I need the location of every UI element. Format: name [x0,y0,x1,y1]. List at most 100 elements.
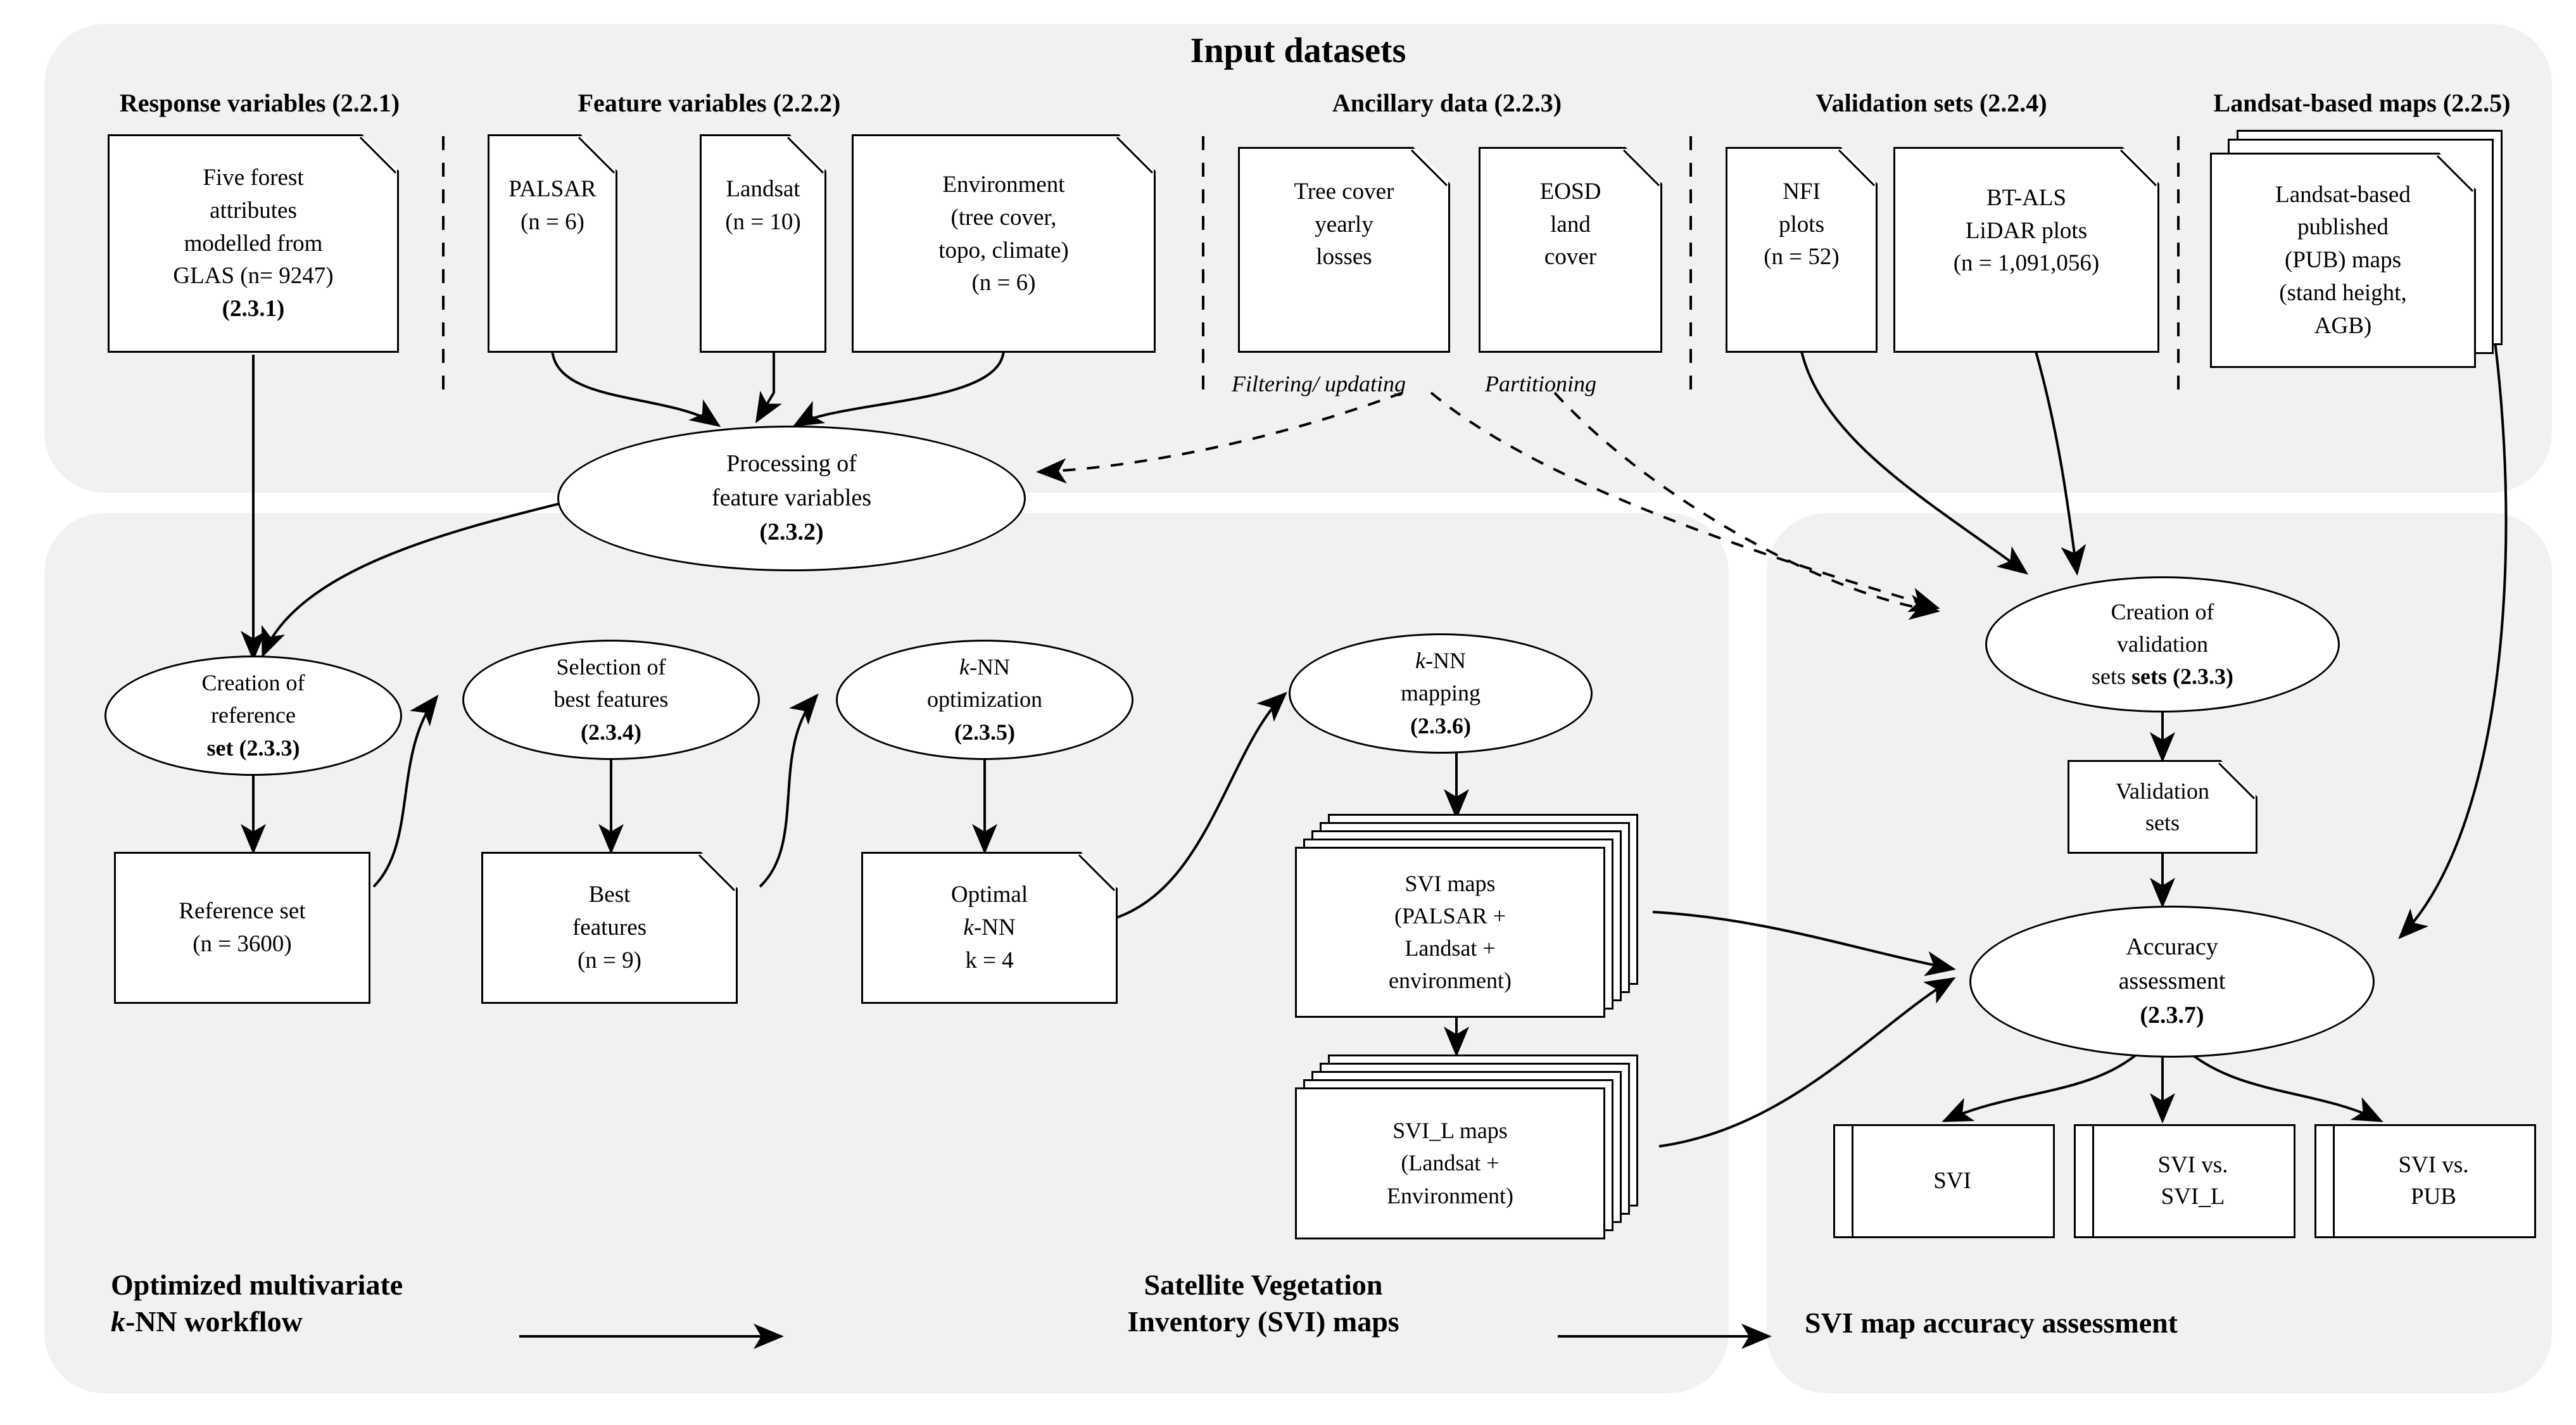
note-line: (2.3.1) [222,296,285,322]
note-line: GLAS (n= 9247) [173,263,334,289]
box-line-k: k [963,915,974,941]
ellipse-accuracy-assessment: Accuracy assessment (2.3.7) [1969,906,2375,1058]
note-line: (tree cover, [950,204,1057,231]
ellipse-creation-validation-sets: Creation of validation sets sets (2.3.3) [1985,576,2340,712]
note-line: (n = 6) [520,208,584,235]
note-line: Landsat-based [2275,181,2411,208]
ellipse-line: (2.3.6) [1410,712,1471,738]
page-title: Input datasets [1190,31,1406,70]
ellipse-line: best features [553,687,669,712]
annotation-filtering-updating: Filtering/ updating [1232,371,1406,396]
ellipse-line: Accuracy [2126,934,2218,961]
note-stack-pub-maps: Landsat-based published (PUB) maps (stan… [2210,130,2514,377]
box-line: Environment) [1387,1182,1513,1208]
box-line: (n = 9) [577,947,641,973]
box-line: (PALSAR + [1394,902,1506,928]
ellipse-line: -NN [1425,648,1466,674]
box-line: (Landsat + [1401,1150,1500,1176]
box-line: Optimal [950,882,1028,908]
note-line: published [2297,214,2389,241]
note-line: modelled from [184,230,323,256]
ellipse-line: sets [2092,664,2132,690]
note-environment: Environment (tree cover, topo, climate) … [852,134,1156,353]
result-line: SVI vs. [2157,1152,2228,1179]
note-line: (n = 52) [1764,244,1840,270]
ellipse-knn-mapping: k-NN mapping (2.3.6) [1289,633,1593,754]
section-title-response-variables: Response variables (2.2.1) [119,89,400,117]
note-line: Tree cover [1294,178,1394,205]
note-line: (n = 6) [971,270,1036,296]
box-line: features [572,915,647,941]
note-line: BT-ALS [1986,184,2067,211]
result-line: SVI_L [2161,1184,2225,1210]
box-line: k = 4 [965,947,1014,973]
note-palsar: PALSAR (n = 6) [488,134,617,353]
note-line: yearly [1315,211,1373,238]
note-bt-als-lidar-plots: BT-ALS LiDAR plots (n = 1,091,056) [1893,147,2159,353]
box-svi-l-maps-front: SVI_L maps (Landsat + Environment) [1295,1087,1605,1239]
ellipse-processing-feature-variables: Processing of feature variables (2.3.2) [557,426,1026,571]
box-stack-svi-l-maps: SVI_L maps (Landsat + Environment) [1295,1054,1650,1257]
note-pub-maps-front: Landsat-based published (PUB) maps (stan… [2210,153,2476,368]
ellipse-line: feature variables [711,484,872,512]
ellipse-line: reference [211,702,296,728]
note-eosd-land-cover: EOSD land cover [1479,147,1662,353]
ellipse-line: mapping [1401,680,1481,706]
section-title-ancillary-data: Ancillary data (2.2.3) [1332,89,1562,117]
ellipse-selection-best-features: Selection of best features (2.3.4) [462,640,760,760]
ellipse-line: Selection of [556,654,666,680]
box-line: -NN [973,915,1016,941]
ellipse-line: Creation of [2111,598,2214,624]
note-line: attributes [210,197,297,224]
ellipse-line-k: k [959,654,969,680]
note-line: (n = 1,091,056) [1953,250,2100,277]
note-line: (n = 10) [725,208,801,235]
note-line: losses [1316,244,1372,270]
phase-line: -NN workflow [125,1305,303,1338]
note-nfi-plots: NFI plots (n = 52) [1726,147,1878,353]
box-optimal-knn: Optimal k-NN k = 4 [861,852,1118,1004]
result-box-gutter [2316,1126,2335,1236]
ellipse-line: (2.3.2) [759,518,824,545]
phase-label-accuracy-assessment: SVI map accuracy assessment [1805,1305,2533,1341]
box-validation-sets: Validation sets [2068,760,2257,854]
note-line: PALSAR [508,175,597,202]
note-line: (stand height, [2279,279,2407,306]
ellipse-line: validation [2117,631,2208,657]
note-line: cover [1544,244,1597,270]
result-box-svi-vs-svi-l: SVI vs. SVI_L [2074,1124,2295,1238]
note-line: AGB) [2314,312,2372,339]
box-line: Landsat + [1405,935,1496,961]
box-svi-maps-front: SVI maps (PALSAR + Landsat + environment… [1295,847,1605,1018]
note-line: Landsat [726,175,800,202]
ellipse-line: Creation of [201,670,305,696]
result-box-gutter [1835,1126,1853,1236]
ellipse-line-bold: sets (2.3.3) [2131,664,2233,690]
ellipse-creation-reference-set: Creation of reference set (2.3.3) [104,656,402,776]
phase-line-k: k [111,1305,125,1338]
note-line: Five forest [203,165,304,191]
section-title-validation-sets: Validation sets (2.2.4) [1815,89,2047,117]
note-line: EOSD [1539,178,1601,205]
section-title-feature-variables: Feature variables (2.2.2) [578,89,841,117]
box-line: SVI maps [1405,870,1496,896]
note-landsat: Landsat (n = 10) [700,134,826,353]
phase-line: Optimized multivariate [111,1269,403,1301]
box-line: Reference set [179,898,306,925]
box-line: environment) [1389,968,1512,994]
ellipse-line: (2.3.5) [954,719,1015,745]
box-line: sets [2145,810,2180,835]
result-line: SVI vs. [2398,1152,2469,1179]
note-five-forest-attributes: Five forest attributes modelled from GLA… [108,134,399,353]
ellipse-line: optimization [927,687,1042,712]
result-line: PUB [2411,1184,2456,1210]
phase-label-svi-maps: Satellite Vegetation Inventory (SVI) map… [963,1267,1564,1340]
phase-line: SVI map accuracy assessment [1805,1307,2178,1339]
note-line: LiDAR plots [1965,217,2088,244]
note-line: topo, climate) [938,237,1069,263]
ellipse-line: (2.3.4) [581,719,641,745]
note-tree-cover-yearly-losses: Tree cover yearly losses [1238,147,1450,353]
phase-line: Satellite Vegetation [1144,1269,1383,1301]
phase-label-knn-workflow: Optimized multivariate k-NN workflow [111,1267,681,1340]
